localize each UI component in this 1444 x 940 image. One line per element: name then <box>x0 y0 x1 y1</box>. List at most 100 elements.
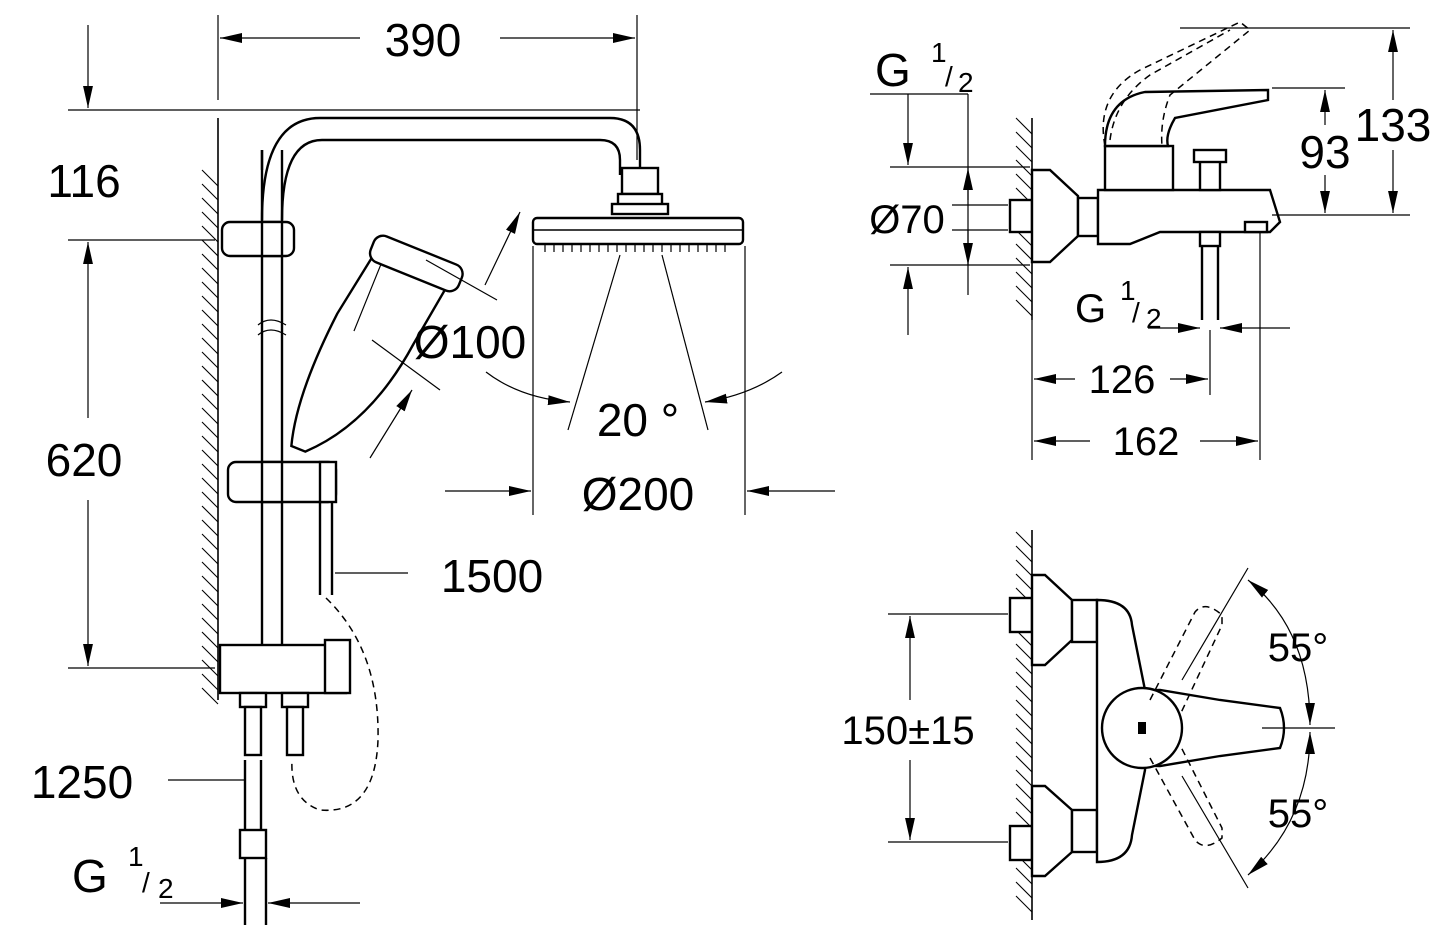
hatch-line <box>1015 727 1033 745</box>
hatch-line <box>1015 895 1033 913</box>
hatch-line <box>201 477 219 495</box>
hatch-line <box>1015 159 1033 177</box>
supply-hose-nut <box>238 828 268 860</box>
hatch-line <box>201 295 219 313</box>
thread-num-side: 1 <box>1120 275 1136 306</box>
dim-width-390: 390 <box>385 14 462 66</box>
thread-slash-side: / <box>1132 297 1140 328</box>
hatch-line <box>1015 573 1033 591</box>
hand-shower <box>290 234 464 453</box>
hatch-line <box>201 239 219 257</box>
thread-g-top: G <box>875 44 911 96</box>
hatch-line <box>201 645 219 663</box>
hatch-line <box>1015 243 1033 261</box>
hatch-line <box>201 337 219 355</box>
side-rosette <box>1030 168 1080 264</box>
wall-hatching <box>201 118 219 705</box>
hatch-line <box>201 673 219 691</box>
dim-lever-height-93: 93 <box>1299 126 1350 178</box>
hatch-line <box>201 575 219 593</box>
hatch-line <box>1015 117 1033 135</box>
thread-g-side: G <box>1075 287 1106 331</box>
hatch-line <box>201 211 219 229</box>
side-lever <box>1103 88 1270 148</box>
dim-total-depth-162: 162 <box>1113 420 1180 464</box>
hatch-line <box>201 281 219 299</box>
hatch-line <box>201 519 219 537</box>
hatch-line <box>201 603 219 621</box>
thread-slash-top: / <box>945 61 953 92</box>
hatch-line <box>201 393 219 411</box>
hatch-line <box>1015 131 1033 149</box>
hatch-line <box>1015 881 1033 899</box>
thread-num-bottom: 1 <box>128 841 144 872</box>
hatch-line <box>1015 769 1033 787</box>
hatch-line <box>1015 531 1033 549</box>
shower-system-view: 390 116 620 Ø100 20 ° Ø200 1500 <box>31 14 835 925</box>
hatch-line <box>1015 545 1033 563</box>
dim-spray-angle: 20 ° <box>597 394 679 446</box>
hatch-line <box>1015 559 1033 577</box>
hatch-line <box>201 533 219 551</box>
hatch-line <box>1015 699 1033 717</box>
hatch-line <box>201 505 219 523</box>
hatch-line <box>1015 867 1033 885</box>
hatch-line <box>1015 671 1033 689</box>
hatch-line <box>1015 271 1033 289</box>
head-connector <box>620 166 660 196</box>
wall-hatch <box>201 169 219 705</box>
dim-total-height-133: 133 <box>1355 99 1432 151</box>
hatch-line <box>201 491 219 509</box>
side-lever-raised <box>1102 21 1252 147</box>
hatch-line <box>201 547 219 565</box>
thread-slash-bottom: / <box>142 867 150 898</box>
hatch-line <box>201 379 219 397</box>
mixer-side-view: G 1 / 2 Ø70 93 133 G 1 / 2 126 162 <box>869 21 1432 464</box>
angle-down-55: 55° <box>1268 792 1329 836</box>
hatch-line <box>201 407 219 425</box>
hatch-line <box>1015 657 1033 675</box>
front-rosette-bottom <box>1030 784 1074 878</box>
front-rosette-top <box>1030 573 1074 667</box>
hatch-line <box>201 183 219 201</box>
hatch-line <box>201 309 219 327</box>
shower-arm <box>260 116 642 221</box>
wall-bracket-top <box>220 220 296 258</box>
hatch-line <box>1015 643 1033 661</box>
hatch-line <box>1015 299 1033 317</box>
side-mixer-body <box>1096 188 1282 246</box>
hatch-line <box>201 225 219 243</box>
head-shower <box>531 216 745 252</box>
thread-g-bottom: G <box>72 850 108 902</box>
hatch-line <box>201 365 219 383</box>
hatch-line <box>201 323 219 341</box>
hatch-line <box>1015 257 1033 275</box>
dim-head-shower-dia: Ø200 <box>582 468 695 520</box>
hatch-line <box>1015 685 1033 703</box>
hatch-line <box>201 421 219 439</box>
hatch-line <box>201 687 219 705</box>
hatch-line <box>201 267 219 285</box>
hatch-line <box>201 561 219 579</box>
hatch-line <box>201 169 219 187</box>
dim-centers-150: 150±15 <box>841 709 974 753</box>
hatch-line <box>1015 285 1033 303</box>
hatch-line <box>201 435 219 453</box>
thread-num-top: 1 <box>931 37 947 68</box>
dim-supply-hose-1250: 1250 <box>31 756 133 808</box>
hatch-line <box>201 631 219 649</box>
hatch-line <box>201 463 219 481</box>
dim-rail-620: 620 <box>46 434 123 486</box>
mixer-front-view: 55° 55° 150±15 <box>841 530 1335 920</box>
thread-den-bottom: 2 <box>158 873 174 904</box>
front-handle-down <box>1149 744 1223 847</box>
thread-den-side: 2 <box>1146 303 1162 334</box>
hatch-line <box>201 449 219 467</box>
dim-rosette-dia: Ø70 <box>869 198 945 242</box>
dim-hand-shower-dia: Ø100 <box>414 316 527 368</box>
hatch-line <box>1015 797 1033 815</box>
side-nut <box>1076 196 1100 238</box>
hatch-line <box>1015 713 1033 731</box>
hatch-line <box>201 253 219 271</box>
